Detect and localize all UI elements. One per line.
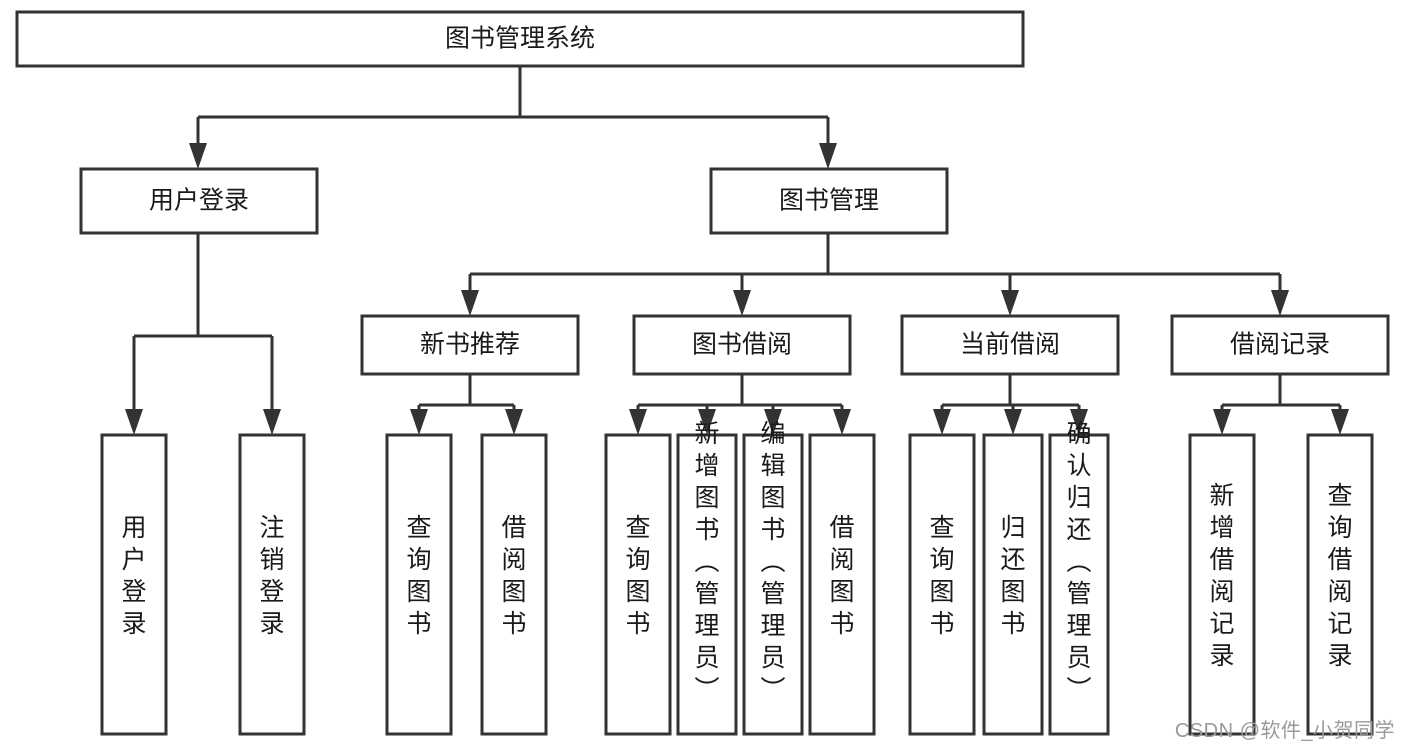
leaf-current-confirm-return-box[interactable] bbox=[1048, 433, 1110, 736]
node-user-login[interactable]: 用户登录 bbox=[79, 167, 319, 235]
leaf-current-return-label: 归还图书 bbox=[1000, 514, 1025, 638]
arrow-newbook-leaf-1 bbox=[410, 409, 428, 435]
arrow-current-leaf-2 bbox=[1004, 409, 1022, 435]
leaf-borrow-edit-box[interactable] bbox=[742, 433, 804, 736]
node-current-borrow-box[interactable] bbox=[900, 314, 1120, 376]
leaf-user-login[interactable] bbox=[100, 433, 168, 736]
arrow-borrow-leaf-1 bbox=[629, 409, 647, 435]
node-book-borrow-box[interactable] bbox=[632, 314, 852, 376]
leaf-record-query-box[interactable] bbox=[1306, 433, 1374, 736]
node-root-label: 图书管理系统 bbox=[445, 25, 595, 53]
arrow-bookmgmt-to-borrow bbox=[733, 290, 751, 316]
leaf-label-layer: 用户登录 注销登录 查询图书 借阅图书 查询图书 新增图书︵管理员︶ 编辑图书︵… bbox=[121, 420, 1352, 704]
node-borrow-record[interactable]: 借阅记录 bbox=[1170, 314, 1390, 376]
node-book-borrow[interactable]: 图书借阅 bbox=[632, 314, 852, 376]
leaf-borrow-query-label: 查询图书 bbox=[625, 514, 650, 638]
node-book-management-label: 图书管理 bbox=[779, 187, 879, 215]
leaf-borrow-add-box[interactable] bbox=[676, 433, 738, 736]
leaf-borrow-lend[interactable] bbox=[808, 433, 876, 736]
leaf-borrow-add[interactable] bbox=[676, 433, 738, 736]
arrow-borrow-leaf-3 bbox=[764, 409, 782, 435]
leaf-current-confirm-return[interactable] bbox=[1048, 433, 1110, 736]
arrow-root-to-login bbox=[189, 143, 207, 169]
leaf-borrow-edit-label: 编辑图书︵管理员︶ bbox=[760, 420, 785, 704]
node-user-login-label: 用户登录 bbox=[149, 187, 249, 215]
leaf-borrow-edit[interactable] bbox=[742, 433, 804, 736]
leaf-newbook-borrow-box[interactable] bbox=[480, 433, 548, 736]
arrow-borrow-leaf-4 bbox=[833, 409, 851, 435]
leaf-current-return-box[interactable] bbox=[982, 433, 1044, 736]
arrow-record-leaf-1 bbox=[1213, 409, 1231, 435]
arrow-bookmgmt-to-newbook bbox=[461, 290, 479, 316]
csdn-watermark: CSDN @软件_小贺同学 bbox=[1174, 720, 1395, 742]
node-current-borrow-label: 当前借阅 bbox=[960, 331, 1060, 359]
leaf-newbook-query-label: 查询图书 bbox=[406, 514, 431, 638]
node-current-borrow[interactable]: 当前借阅 bbox=[900, 314, 1120, 376]
leaf-borrow-query-box[interactable] bbox=[604, 433, 672, 736]
arrow-bookmgmt-to-record bbox=[1271, 290, 1289, 316]
arrow-current-leaf-1 bbox=[933, 409, 951, 435]
leaf-current-confirm-return-label: 确认归还︵管理员︶ bbox=[1066, 420, 1091, 704]
node-user-login-box[interactable] bbox=[79, 167, 319, 235]
leaf-current-return[interactable] bbox=[982, 433, 1044, 736]
arrow-current-leaf-3 bbox=[1070, 409, 1088, 435]
leaf-borrow-query[interactable] bbox=[604, 433, 672, 736]
leaf-record-add[interactable] bbox=[1188, 433, 1256, 736]
arrow-login-leaf-1 bbox=[125, 409, 143, 435]
leaf-current-query[interactable] bbox=[908, 433, 976, 736]
node-root[interactable]: 图书管理系统 bbox=[15, 10, 1025, 68]
leaf-logout-login-label: 注销登录 bbox=[259, 514, 284, 638]
arrow-login-leaf-2 bbox=[263, 409, 281, 435]
node-root-box[interactable] bbox=[15, 10, 1025, 68]
connector-layer bbox=[125, 66, 1349, 435]
node-borrow-record-box[interactable] bbox=[1170, 314, 1390, 376]
arrow-record-leaf-2 bbox=[1331, 409, 1349, 435]
node-new-book-recommend-box[interactable] bbox=[360, 314, 580, 376]
leaf-newbook-query[interactable] bbox=[385, 433, 453, 736]
leaf-user-login-box[interactable] bbox=[100, 433, 168, 736]
leaf-borrow-lend-box[interactable] bbox=[808, 433, 876, 736]
arrow-borrow-leaf-2 bbox=[698, 409, 716, 435]
leaf-current-query-box[interactable] bbox=[908, 433, 976, 736]
leaf-borrow-lend-label: 借阅图书 bbox=[829, 514, 854, 638]
node-borrow-record-label: 借阅记录 bbox=[1230, 331, 1330, 359]
leaf-newbook-borrow-label: 借阅图书 bbox=[501, 514, 526, 638]
leaf-current-query-label: 查询图书 bbox=[929, 514, 954, 638]
node-book-borrow-label: 图书借阅 bbox=[692, 331, 792, 359]
leaf-record-query-label: 查询借阅记录 bbox=[1327, 482, 1352, 670]
leaf-newbook-query-box[interactable] bbox=[385, 433, 453, 736]
leaf-logout-login[interactable] bbox=[238, 433, 306, 736]
node-book-management-box[interactable] bbox=[709, 167, 949, 235]
node-new-book-recommend[interactable]: 新书推荐 bbox=[360, 314, 580, 376]
arrow-bookmgmt-to-current bbox=[1001, 290, 1019, 316]
arrow-root-to-bookmgmt bbox=[819, 143, 837, 169]
leaf-logout-login-box[interactable] bbox=[238, 433, 306, 736]
leaf-newbook-borrow[interactable] bbox=[480, 433, 548, 736]
leaf-record-add-label: 新增借阅记录 bbox=[1209, 482, 1234, 670]
leaf-record-add-box[interactable] bbox=[1188, 433, 1256, 736]
node-book-management[interactable]: 图书管理 bbox=[709, 167, 949, 235]
leaf-user-login-label: 用户登录 bbox=[121, 514, 146, 638]
arrow-newbook-leaf-2 bbox=[505, 409, 523, 435]
node-new-book-recommend-label: 新书推荐 bbox=[420, 331, 520, 359]
leaf-borrow-add-label: 新增图书︵管理员︶ bbox=[694, 420, 719, 704]
leaf-record-query[interactable] bbox=[1306, 433, 1374, 736]
